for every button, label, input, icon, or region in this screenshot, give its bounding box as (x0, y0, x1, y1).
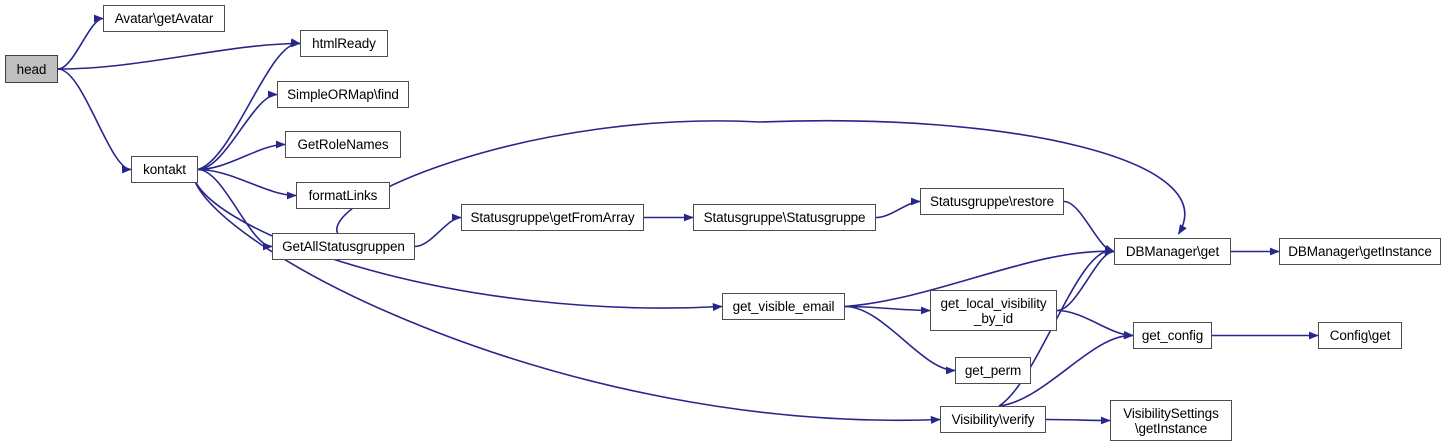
graph-node-label: VisibilitySettings \getInstance (1123, 405, 1219, 436)
graph-node-label: SimpleORMap\find (287, 87, 399, 102)
graph-node-label: Statusgruppe\restore (929, 194, 1055, 209)
graph-node-formatlinks[interactable]: formatLinks (296, 182, 390, 209)
graph-node-label: GetAllStatusgruppen (282, 239, 405, 254)
graph-node-get_visible_email[interactable]: get_visible_email (722, 293, 845, 320)
graph-edge-kontakt-to-visibility_verify (193, 178, 941, 424)
graph-node-label: Config\get (1329, 328, 1391, 343)
graph-node-label: head (16, 61, 47, 77)
graph-node-simpleormap_find[interactable]: SimpleORMap\find (277, 81, 409, 108)
graph-edge-head-to-avatar_getavatar (57, 14, 104, 70)
graph-node-get_perm[interactable]: get_perm (955, 357, 1031, 384)
graph-edge-kontakt-to-simpleormap_find (197, 90, 278, 171)
graph-node-statusgruppe_restore[interactable]: Statusgruppe\restore (920, 188, 1064, 215)
graph-node-label: get_visible_email (732, 299, 835, 314)
graph-node-getrolenames[interactable]: GetRoleNames (285, 131, 401, 158)
graph-edge-kontakt-to-getrolenames (197, 140, 286, 171)
graph-edge-get_visible_email-to-dbmanager_get (844, 247, 1115, 308)
graph-node-label: Statusgruppe\getFromArray (470, 210, 635, 225)
graph-edge-kontakt-to-getallstatusgruppen (197, 168, 273, 251)
graph-edge-head-to-kontakt (57, 68, 132, 174)
graph-node-visibility_verify[interactable]: Visibility\verify (940, 406, 1046, 433)
graph-edge-head-to-htmlready (57, 39, 301, 70)
graph-node-config_get[interactable]: Config\get (1318, 322, 1402, 349)
graph-node-label: GetRoleNames (297, 137, 389, 152)
graph-node-label: htmlReady (312, 36, 376, 51)
graph-node-sg_statusgruppe[interactable]: Statusgruppe\Statusgruppe (693, 204, 876, 231)
graph-edge-kontakt-to-htmlready (197, 38, 301, 171)
graph-node-label: Avatar\getAvatar (114, 11, 214, 26)
graph-edge-visibility_verify-to-get_config (998, 330, 1134, 407)
graph-node-avatar_getavatar[interactable]: Avatar\getAvatar (103, 5, 225, 32)
graph-edge-get_local_visibility_by_id-to-get_config (1056, 309, 1134, 340)
graph-node-label: DBManager\get (1125, 244, 1220, 259)
graph-node-visibilitysettings_getinstance[interactable]: VisibilitySettings \getInstance (1110, 400, 1232, 441)
graph-edge-get_local_visibility_by_id-to-dbmanager_get (1056, 247, 1115, 312)
graph-edge-getallstatusgruppen-to-sg_getfromarray (414, 213, 462, 248)
graph-node-label: kontakt (143, 162, 186, 177)
graph-edge-kontakt-to-formatlinks (197, 168, 297, 200)
graph-node-get_config[interactable]: get_config (1133, 322, 1212, 349)
graph-node-label: Statusgruppe\Statusgruppe (703, 210, 866, 225)
graph-edge-statusgruppe_restore-to-dbmanager_get (1063, 200, 1115, 256)
graph-edge-visibility_verify-to-dbmanager_get (998, 244, 1115, 407)
graph-edge-visibility_verify-to-visibilitysettings_getinstance (1045, 416, 1111, 425)
graph-node-get_local_visibility_by_id[interactable]: get_local_visibility _by_id (930, 290, 1057, 331)
graph-node-sg_getfromarray[interactable]: Statusgruppe\getFromArray (461, 204, 644, 231)
graph-node-dbmanager_get[interactable]: DBManager\get (1114, 238, 1231, 265)
graph-node-label: get_config (1141, 328, 1204, 343)
graph-node-label: get_local_visibility _by_id (940, 295, 1047, 326)
graph-edge-kontakt-to-get_visible_email (193, 178, 723, 311)
graph-node-label: formatLinks (308, 188, 378, 203)
graph-edge-get_visible_email-to-get_perm (844, 305, 956, 375)
graph-edge-sg_statusgruppe-to-statusgruppe_restore (875, 197, 921, 219)
graph-node-getallstatusgruppen[interactable]: GetAllStatusgruppen (272, 233, 415, 260)
graph-node-label: get_perm (964, 363, 1022, 378)
graph-node-htmlready[interactable]: htmlReady (300, 30, 388, 57)
graph-node-label: Visibility\verify (951, 412, 1035, 427)
graph-node-kontakt[interactable]: kontakt (131, 156, 198, 183)
graph-node-head[interactable]: head (5, 55, 58, 83)
graph-node-label: DBManager\getInstance (1288, 244, 1432, 259)
graph-node-dbmanager_getinstance[interactable]: DBManager\getInstance (1279, 238, 1441, 265)
graph-edge-get_visible_email-to-get_local_visibility_by_id (844, 305, 931, 315)
